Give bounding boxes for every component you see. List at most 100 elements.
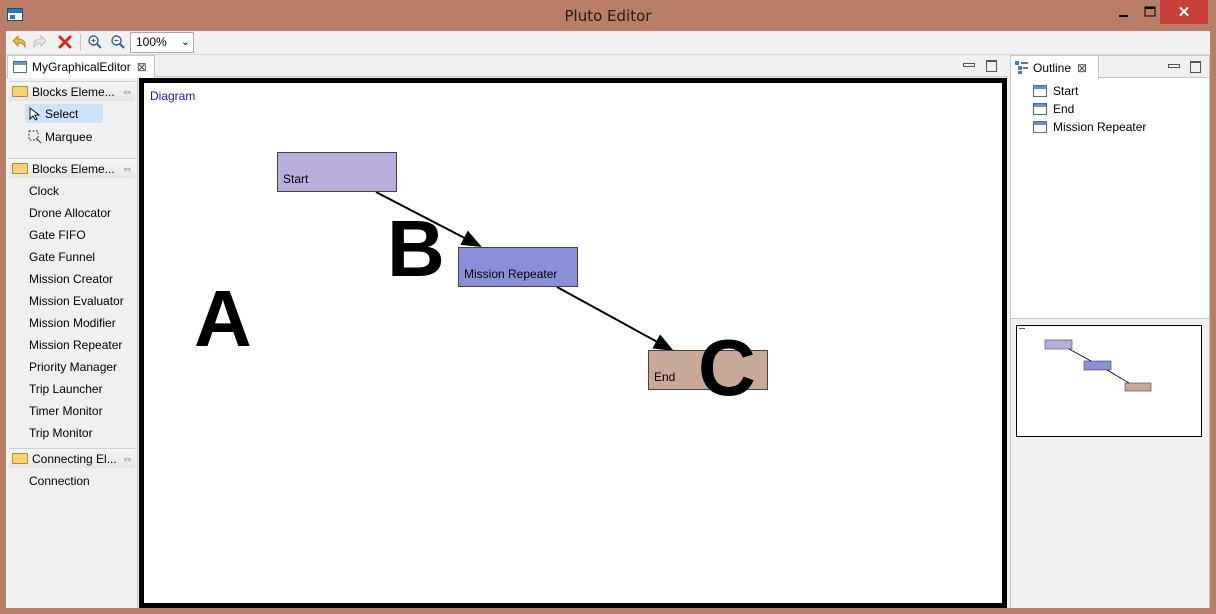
diagram-node-start[interactable]: Start	[277, 152, 397, 192]
tab-label: Outline	[1033, 60, 1072, 75]
zoom-level-select[interactable]: 100% ⌄	[130, 32, 194, 53]
editor-tab-bar: MyGraphicalEditor ⊠	[6, 55, 1007, 78]
node-label: Mission Repeater	[464, 267, 558, 281]
redo-button[interactable]	[31, 33, 49, 51]
tool-label: Select	[45, 106, 79, 121]
toolbar-separator	[80, 34, 81, 51]
undo-icon	[12, 35, 26, 49]
palette-item-trip-monitor[interactable]: Trip Monitor	[29, 425, 93, 440]
outline-item-start[interactable]: Start	[1033, 82, 1146, 100]
delete-icon	[58, 35, 72, 49]
block-icon	[1033, 103, 1047, 115]
diagram-overview-thumbnail[interactable]	[1016, 325, 1202, 437]
editor-maximize-button[interactable]	[984, 58, 998, 72]
maximize-icon	[1144, 6, 1156, 17]
diagram-node-end[interactable]: End	[648, 350, 768, 390]
close-icon: ✕	[1177, 4, 1191, 21]
outline-view: Outline ⊠ Start End Mission Repeater	[1010, 55, 1210, 608]
palette-drawer-blocks[interactable]: Blocks Eleme... ⇔	[9, 158, 135, 178]
outline-item-end[interactable]: End	[1033, 100, 1146, 118]
drawer-label: Blocks Eleme...	[32, 161, 115, 176]
minimize-button[interactable]	[1106, 0, 1140, 24]
connection-start-to-mission-repeater	[375, 191, 482, 247]
pin-icon[interactable]: ⇔	[122, 162, 133, 175]
palette-item-clock[interactable]: Clock	[29, 183, 60, 198]
tool-label: Marquee	[45, 129, 93, 144]
folder-open-icon	[12, 453, 28, 464]
zoom-out-button[interactable]	[109, 33, 127, 51]
outline-item-label: End	[1053, 102, 1075, 116]
outline-item-label: Mission Repeater	[1053, 120, 1147, 134]
palette-item-priority-manager[interactable]: Priority Manager	[29, 359, 118, 374]
title-bar: Pluto Editor ✕	[0, 0, 1216, 31]
tab-mygraphicaleditor[interactable]: MyGraphicalEditor ⊠	[7, 55, 155, 78]
folder-open-icon	[12, 163, 28, 174]
outline-icon	[1015, 61, 1028, 74]
outline-minimize-button[interactable]	[1166, 59, 1180, 73]
overview-node-end	[1124, 382, 1152, 392]
palette-item-mission-creator[interactable]: Mission Creator	[29, 271, 114, 286]
tab-outline[interactable]: Outline ⊠	[1011, 56, 1099, 79]
annotation-letter-b: B	[387, 204, 445, 293]
palette-item-drone-allocator[interactable]: Drone Allocator	[29, 205, 112, 220]
graphical-editor: MyGraphicalEditor ⊠ Blocks Eleme... ⇔ Se…	[6, 55, 1007, 608]
close-window-button[interactable]: ✕	[1160, 0, 1208, 24]
zoom-in-icon	[88, 35, 102, 49]
zoom-out-icon	[111, 35, 125, 49]
annotation-letter-c: C	[698, 323, 756, 412]
palette-drawer-tools[interactable]: Blocks Eleme... ⇔	[9, 81, 135, 101]
arrow-cursor-icon	[28, 106, 42, 121]
node-label: End	[654, 370, 676, 384]
palette-tool-select[interactable]: Select	[25, 104, 103, 123]
diagram-label: Diagram	[150, 89, 196, 103]
overview-node-mission-repeater	[1083, 360, 1112, 371]
maximize-button[interactable]	[1133, 0, 1167, 24]
node-label: Start	[283, 172, 309, 186]
overview-node-start	[1044, 339, 1073, 350]
palette-item-gate-funnel[interactable]: Gate Funnel	[29, 249, 96, 264]
marquee-icon	[28, 130, 42, 144]
undo-button[interactable]	[10, 33, 28, 51]
chevron-down-icon: ⌄	[180, 36, 190, 48]
drawer-label: Connecting El...	[32, 451, 117, 466]
close-tab-icon[interactable]: ⊠	[1077, 60, 1088, 75]
diagram-canvas[interactable]: Diagram Start Mission Repeater End A	[139, 78, 1007, 608]
palette: Blocks Eleme... ⇔ Select Marquee Blocks …	[6, 78, 138, 608]
palette-tool-marquee[interactable]: Marquee	[25, 127, 92, 146]
diagram-node-mission-repeater[interactable]: Mission Repeater	[458, 247, 578, 287]
zoom-in-button[interactable]	[86, 33, 104, 51]
main-toolbar: 100% ⌄	[6, 31, 1210, 55]
editor-file-icon	[13, 61, 27, 73]
zoom-level-value: 100%	[136, 35, 167, 49]
palette-item-connection[interactable]: Connection	[29, 473, 90, 488]
pin-icon[interactable]: ⇔	[122, 85, 133, 98]
overview-minimap	[1019, 328, 1152, 392]
palette-item-mission-repeater[interactable]: Mission Repeater	[29, 337, 123, 352]
app-icon[interactable]	[7, 8, 23, 21]
folder-open-icon	[12, 86, 28, 97]
tab-label: MyGraphicalEditor	[32, 60, 131, 74]
pin-icon[interactable]: ⇔	[122, 452, 133, 465]
editor-minimize-button[interactable]	[961, 58, 975, 72]
app-client-area: 100% ⌄ MyGraphicalEditor ⊠ Blocks Eleme.…	[6, 31, 1210, 608]
close-tab-icon[interactable]: ⊠	[136, 60, 147, 74]
palette-drawer-connecting[interactable]: Connecting El... ⇔	[9, 448, 135, 468]
outline-tree: Start End Mission Repeater	[1033, 82, 1146, 136]
outline-item-mission-repeater[interactable]: Mission Repeater	[1033, 118, 1146, 136]
outline-maximize-button[interactable]	[1188, 59, 1202, 73]
delete-button[interactable]	[56, 33, 74, 51]
outline-item-label: Start	[1053, 84, 1079, 98]
palette-item-trip-launcher[interactable]: Trip Launcher	[29, 381, 103, 396]
window-title: Pluto Editor	[564, 7, 652, 25]
palette-item-timer-monitor[interactable]: Timer Monitor	[29, 403, 103, 418]
palette-item-mission-modifier[interactable]: Mission Modifier	[29, 315, 116, 330]
palette-item-gate-fifo[interactable]: Gate FIFO	[29, 227, 86, 242]
drawer-label: Blocks Eleme...	[32, 84, 115, 99]
connections-layer	[375, 191, 674, 351]
outline-tab-bar: Outline ⊠	[1011, 56, 1209, 79]
overview-panel	[1011, 318, 1209, 608]
palette-item-mission-evaluator[interactable]: Mission Evaluator	[29, 293, 124, 308]
block-icon	[1033, 121, 1047, 133]
block-icon	[1033, 85, 1047, 97]
minimize-icon	[1118, 14, 1128, 17]
